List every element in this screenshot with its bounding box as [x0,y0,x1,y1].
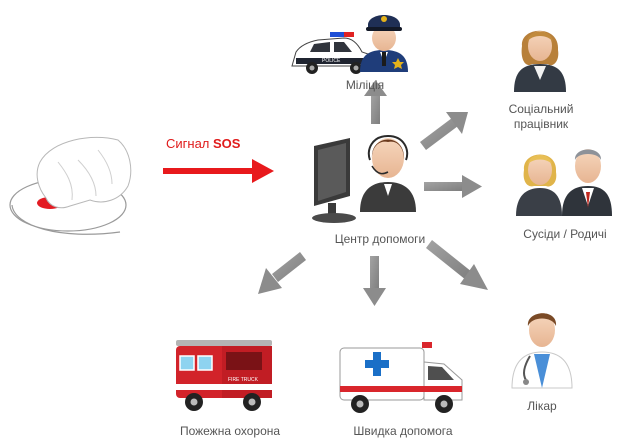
fire-brigade-label: Пожежна охорона [179,424,281,438]
police-car-and-officer-icon: POLICE [291,15,408,74]
arrow-to-police [364,80,387,124]
help-center-label: Центр допомоги [334,232,426,246]
arrow-to-ambulance [363,256,386,306]
operator-with-monitor-icon [312,134,416,223]
sos-signal-code: SOS [213,136,241,151]
police-car-sign: POLICE [322,58,341,64]
neighbors-relatives-icon [516,149,612,216]
neighbors-relatives-label: Сусіди / Родичі [523,227,607,241]
social-worker-icon [514,30,566,92]
doctor-icon [511,313,573,389]
sos-signal-prefix: Сигнал [166,136,210,151]
sos-signal-label: Сигнал SOS [166,136,240,151]
fire-truck-icon: FIRE TRUCK [176,340,272,411]
ambulance-icon [339,342,463,413]
arrow-to-doctor [426,240,488,290]
arrow-to-fire-brigade [258,252,306,294]
fire-truck-sign: FIRE TRUCK [228,377,259,383]
social-worker-label: Соціальний працівник [508,102,574,131]
arrow-to-social-worker [420,112,468,150]
arrow-to-neighbors [424,175,482,198]
hand-pressing-button-icon [9,136,132,235]
sos-arrow [163,159,274,183]
doctor-label: Лікар [527,399,557,413]
ambulance-label: Швидка допомога [353,424,453,438]
police-label: Міліція [345,78,385,92]
